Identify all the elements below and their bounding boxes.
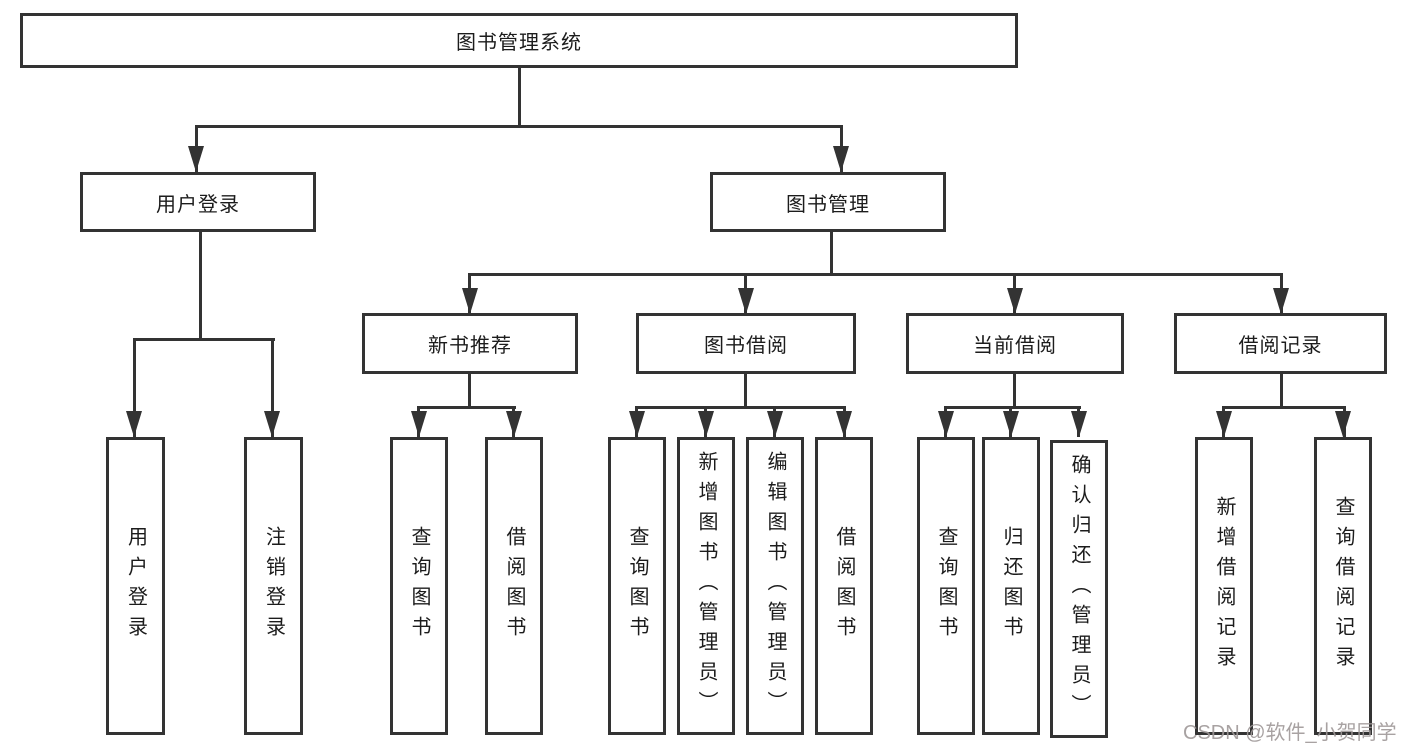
connector <box>468 374 471 409</box>
connector <box>635 406 846 409</box>
arrow-down-icon <box>738 288 754 314</box>
leaf-add-borrow-record: 新增借阅记录 <box>1195 437 1253 735</box>
node-borrow-records: 借阅记录 <box>1174 313 1387 374</box>
node-label: 图书管理系统 <box>456 32 582 54</box>
node-label: 编辑图书（管理员） <box>764 451 786 721</box>
node-label: 图书借阅 <box>704 335 788 357</box>
arrow-down-icon <box>462 288 478 314</box>
arrow-down-icon <box>1335 411 1351 437</box>
leaf-return-books: 归还图书 <box>982 437 1040 735</box>
leaf-user-login: 用户登录 <box>106 437 165 735</box>
node-label: 新增借阅记录 <box>1213 496 1235 676</box>
node-label: 归还图书 <box>1000 526 1022 646</box>
connector <box>133 338 275 341</box>
arrow-down-icon <box>1071 411 1087 437</box>
arrow-down-icon <box>836 411 852 437</box>
node-label: 查询图书 <box>626 526 648 646</box>
node-user-login: 用户登录 <box>80 172 316 232</box>
node-label: 新书推荐 <box>428 335 512 357</box>
connector <box>195 125 843 128</box>
csdn-watermark: CSDN @软件_小贺同学 <box>1183 722 1397 744</box>
node-label: 查询图书 <box>408 526 430 646</box>
leaf-add-books-admin: 新增图书（管理员） <box>677 437 735 735</box>
connector <box>133 338 136 437</box>
leaf-confirm-return-admin: 确认归还（管理员） <box>1050 440 1108 738</box>
node-label: 用户登录 <box>156 193 240 216</box>
arrow-down-icon <box>188 146 204 172</box>
connector <box>944 406 1081 409</box>
node-label: 借阅记录 <box>1238 335 1323 357</box>
arrow-down-icon <box>1003 411 1019 437</box>
node-label: 用户登录 <box>124 526 147 646</box>
connector <box>518 68 521 127</box>
connector <box>199 232 202 341</box>
leaf-query-books-1: 查询图书 <box>390 437 448 735</box>
arrow-down-icon <box>411 411 427 437</box>
leaf-edit-books-admin: 编辑图书（管理员） <box>746 437 804 735</box>
arrow-down-icon <box>1216 411 1232 437</box>
node-new-book-recommend: 新书推荐 <box>362 313 578 374</box>
connector <box>1013 374 1016 409</box>
node-label: 图书管理 <box>786 193 870 216</box>
node-book-management: 图书管理 <box>710 172 946 232</box>
arrow-down-icon <box>629 411 645 437</box>
connector <box>417 406 516 409</box>
arrow-down-icon <box>1273 288 1289 314</box>
arrow-down-icon <box>698 411 714 437</box>
node-current-borrow: 当前借阅 <box>906 313 1124 374</box>
arrow-down-icon <box>126 411 142 437</box>
node-root-library-system: 图书管理系统 <box>20 13 1018 68</box>
node-label: 当前借阅 <box>973 335 1057 357</box>
connector <box>271 338 274 437</box>
node-label: 借阅图书 <box>833 526 855 646</box>
node-book-borrow: 图书借阅 <box>636 313 856 374</box>
leaf-query-borrow-record: 查询借阅记录 <box>1314 437 1372 735</box>
leaf-query-books-2: 查询图书 <box>608 437 666 735</box>
connector <box>744 374 747 409</box>
leaf-borrow-books-2: 借阅图书 <box>815 437 873 735</box>
leaf-logout: 注销登录 <box>244 437 303 735</box>
node-label: 新增图书（管理员） <box>695 451 717 721</box>
leaf-borrow-books-1: 借阅图书 <box>485 437 543 735</box>
arrow-down-icon <box>264 411 280 437</box>
node-label: 查询借阅记录 <box>1332 496 1354 676</box>
connector <box>1280 374 1283 409</box>
connector <box>1222 406 1345 409</box>
node-label: 确认归还（管理员） <box>1068 454 1090 724</box>
arrow-down-icon <box>833 146 849 172</box>
arrow-down-icon <box>506 411 522 437</box>
connector <box>830 232 833 276</box>
node-label: 借阅图书 <box>503 526 525 646</box>
node-label: 注销登录 <box>262 526 285 646</box>
node-label: 查询图书 <box>935 526 957 646</box>
arrow-down-icon <box>1007 288 1023 314</box>
leaf-query-books-3: 查询图书 <box>917 437 975 735</box>
connector <box>468 273 1283 276</box>
arrow-down-icon <box>767 411 783 437</box>
arrow-down-icon <box>938 411 954 437</box>
